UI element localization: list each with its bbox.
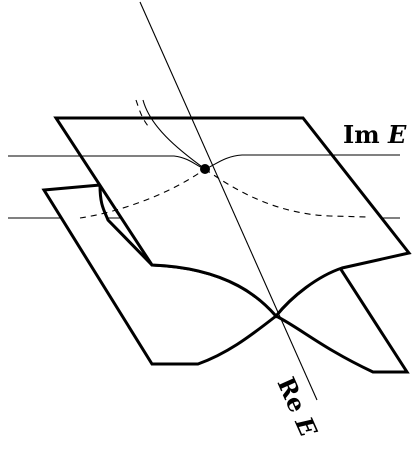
branch-point <box>200 164 210 174</box>
branch-curve-top-dashed <box>135 99 149 127</box>
re-axis-label: Re E <box>272 373 324 442</box>
dashed-curve-left <box>79 168 206 219</box>
upper-sheet <box>53 116 412 319</box>
re-axis-line <box>139 1 318 401</box>
im-axis-label: Im E <box>343 120 407 149</box>
branch-curve-top <box>142 99 206 170</box>
